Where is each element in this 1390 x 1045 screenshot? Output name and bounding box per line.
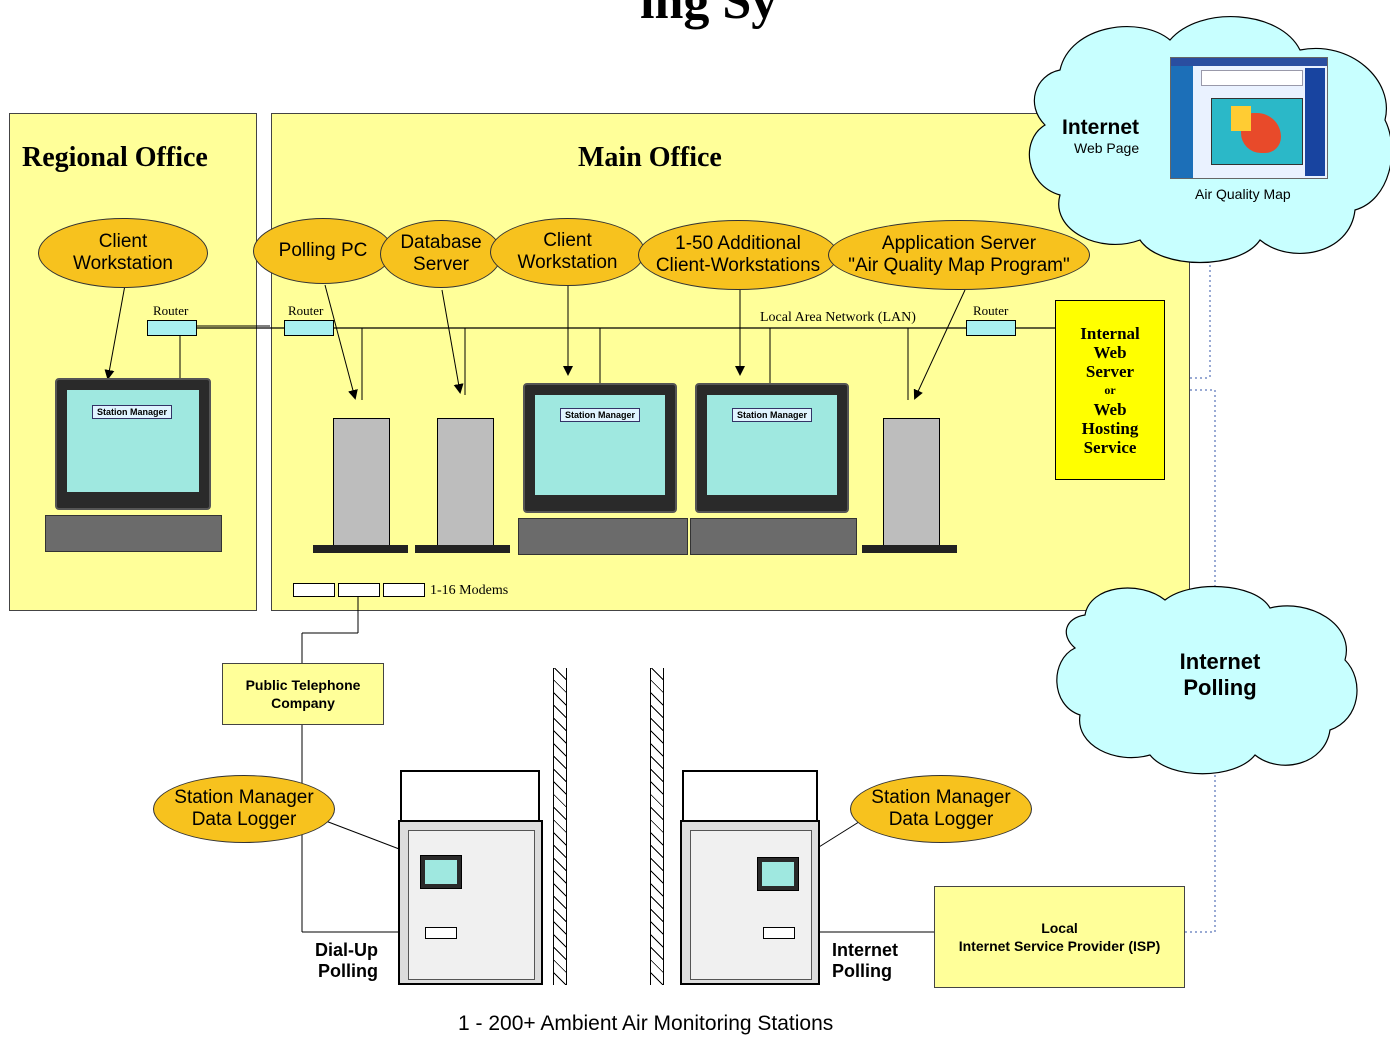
keyboard-client <box>518 518 688 555</box>
polling-cloud-shape <box>1056 586 1358 775</box>
screen-header: Station Manager <box>92 405 173 419</box>
server-application <box>883 418 940 550</box>
router-label-3: Router <box>973 303 1009 318</box>
monitor-regional <box>55 378 211 510</box>
server-base <box>313 545 408 553</box>
lan-label: Local Area Network (LAN) <box>760 310 916 325</box>
station-railing-left <box>400 770 540 820</box>
internet-polling-cloud-label: Internet Polling <box>1179 649 1261 700</box>
keyboard-regional <box>45 515 222 552</box>
modem-icon <box>383 583 425 597</box>
phone-company-box: Public Telephone Company <box>222 663 384 725</box>
station-logger-screen-left <box>420 855 462 889</box>
server-polling-pc <box>333 418 390 550</box>
router-label-1: Router <box>153 303 189 318</box>
internet-subtitle: Web Page <box>1074 140 1140 156</box>
server-database <box>437 418 494 550</box>
station-modem-left <box>425 927 457 939</box>
router-icon <box>284 320 334 336</box>
regional-office-title: Regional Office <box>22 142 208 173</box>
polling-pc-oval: Polling PC <box>253 218 393 284</box>
modem-icon <box>338 583 380 597</box>
server-base <box>415 545 510 553</box>
screen-header: Station Manager <box>560 408 641 422</box>
application-server-oval: Application Server"Air Quality Map Progr… <box>828 220 1090 290</box>
screen-header: Station Manager <box>732 408 813 422</box>
station-modem-right <box>763 927 795 939</box>
router-icon <box>966 320 1016 336</box>
station-railing-right <box>682 770 818 820</box>
keyboard-additional <box>690 518 857 555</box>
station-shelter-right <box>680 820 820 985</box>
main-office-title: Main Office <box>578 142 722 173</box>
met-tower-right <box>650 668 664 985</box>
internet-title: Internet <box>1062 116 1140 139</box>
router-icon <box>147 320 197 336</box>
isp-box: Local Internet Service Provider (ISP) <box>934 886 1185 988</box>
web-page-thumbnail <box>1170 57 1328 179</box>
server-base <box>862 545 957 553</box>
air-quality-map-caption: Air Quality Map <box>1195 186 1291 202</box>
monitor-client <box>523 383 677 513</box>
router-label-2: Router <box>288 303 324 318</box>
footer-caption: 1 - 200+ Ambient Air Monitoring Stations <box>458 1012 834 1035</box>
station-logger-screen-right <box>757 857 799 891</box>
web-server-box: Internal Web Server or Web Hosting Servi… <box>1055 300 1165 480</box>
station-shelter-left <box>398 820 543 985</box>
modem-icon <box>293 583 335 597</box>
monitor-additional <box>695 383 849 513</box>
modems-label: 1-16 Modems <box>430 583 509 598</box>
page-title: ing Sy <box>640 0 778 30</box>
met-tower-left <box>553 668 567 985</box>
